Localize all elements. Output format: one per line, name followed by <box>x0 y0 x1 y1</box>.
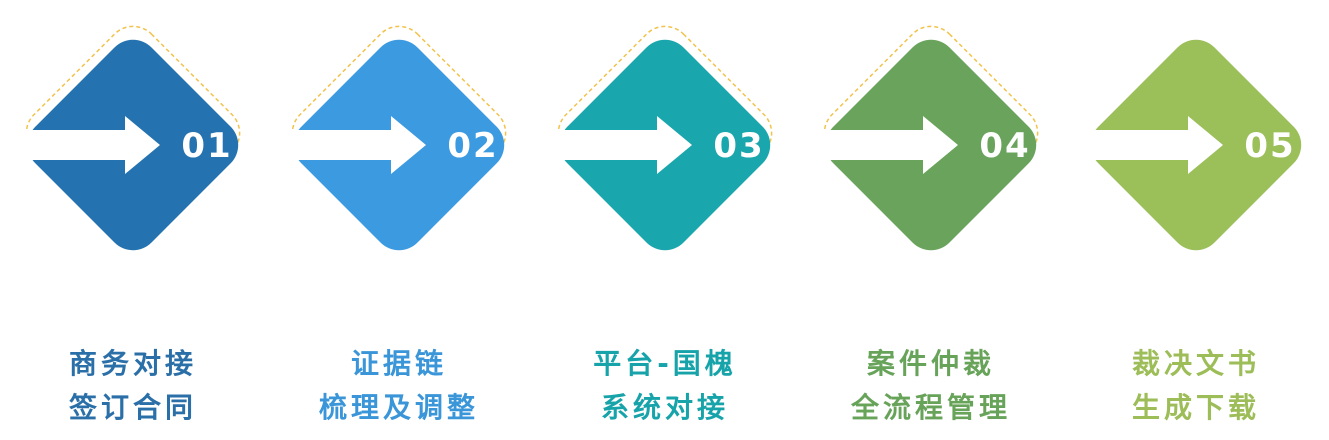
step-4-caption-line2: 全流程管理 <box>850 391 1011 424</box>
step-5-number: 05 <box>1244 126 1295 166</box>
step-3-caption-line2: 系统对接 <box>600 391 729 424</box>
step-1-caption: 商务对接 签订合同 <box>0 342 266 430</box>
step-1-caption-line2: 签订合同 <box>68 391 197 424</box>
step-1: 01 商务对接 签订合同 <box>0 0 266 440</box>
step-2-caption-line2: 梳理及调整 <box>318 391 479 424</box>
step-5: 05 裁决文书 生成下载 <box>1063 0 1329 440</box>
step-2-caption: 证据链 梳理及调整 <box>266 342 532 430</box>
step-3-number: 03 <box>713 126 764 166</box>
step-5-caption-line1: 裁决文书 <box>1131 347 1260 380</box>
right-arrow-icon <box>22 116 160 174</box>
step-2-diamond-graphic: 02 <box>288 25 507 251</box>
step-1-caption-line1: 商务对接 <box>68 347 197 380</box>
right-arrow-icon <box>820 116 958 174</box>
step-2: 02 证据链 梳理及调整 <box>266 0 532 440</box>
right-arrow-icon <box>288 116 426 174</box>
step-4-caption: 案件仲裁 全流程管理 <box>798 342 1064 430</box>
step-4-caption-line1: 案件仲裁 <box>866 347 995 380</box>
step-2-caption-line1: 证据链 <box>350 347 447 380</box>
step-5-caption-line2: 生成下载 <box>1131 391 1260 424</box>
step-3-caption: 平台-国槐 系统对接 <box>532 342 798 430</box>
step-2-number: 02 <box>447 126 498 166</box>
step-5-diamond-graphic: 05 <box>1085 39 1302 251</box>
step-1-diamond-graphic: 01 <box>22 25 241 251</box>
step-4-diamond-graphic: 04 <box>820 25 1039 251</box>
step-3: 03 平台-国槐 系统对接 <box>532 0 798 440</box>
step-3-diamond-graphic: 03 <box>554 25 773 251</box>
step-1-number: 01 <box>181 126 232 166</box>
right-arrow-icon <box>554 116 692 174</box>
right-arrow-icon <box>1085 116 1223 174</box>
step-4: 04 案件仲裁 全流程管理 <box>798 0 1064 440</box>
step-3-caption-line1: 平台-国槐 <box>593 347 737 380</box>
step-5-caption: 裁决文书 生成下载 <box>1063 342 1329 430</box>
step-4-number: 04 <box>979 126 1030 166</box>
